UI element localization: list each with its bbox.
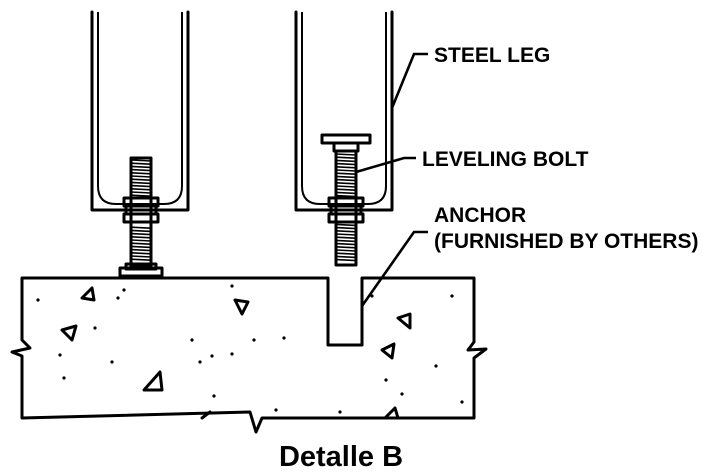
thread-line [130,258,152,261]
thread-line [130,175,152,178]
thread-line [335,182,357,185]
right-leg-outer [294,10,394,212]
aggregate-triangle [380,342,396,360]
thread-line [335,188,357,191]
thread-line [335,159,357,163]
thread-line [130,236,152,239]
thread-line [335,166,357,169]
thread-line [335,252,357,255]
leveling-bolt-label: LEVELING BOLT [422,148,589,171]
aggregate-marks [60,286,412,420]
thread-line [130,165,152,169]
thread-line [130,178,152,181]
right-leveling-bolt [320,133,372,267]
thread-line [335,246,357,249]
right-bottom-nut [327,212,365,224]
aggregate-triangle [233,298,250,316]
thread-line [130,248,152,252]
thread-line [335,175,357,179]
thread-line [335,191,357,195]
thread-line [335,236,357,239]
aggregate-triangle [142,370,164,392]
thread-line [335,172,357,175]
thread-line [130,168,152,172]
left-steel-leg [90,10,190,212]
thread-line [335,178,357,182]
thread-line [130,255,152,258]
steel-leg-leader [390,52,428,109]
thread-line [130,159,152,162]
thread-line [335,230,357,233]
concrete-slab [10,276,488,434]
anchor-label-line2: (FURNISHED BY OTHERS) [434,230,698,253]
thread-line [130,181,152,185]
aggregate-mark [200,410,212,420]
thread-line [130,229,152,233]
thread-line [130,184,152,188]
left-pad-collar [124,262,158,271]
thread-line [130,162,152,165]
thread-line [130,232,152,236]
thread-line [335,242,357,246]
thread-line [130,188,152,191]
anchor-label-line1: ANCHOR [434,204,526,227]
right-bolt-shank [334,149,358,267]
thread-line [130,191,152,194]
thread-line [130,226,152,229]
steel-leg-label: STEEL LEG [434,44,550,67]
anchor-leader [360,230,428,307]
thread-line [130,172,152,175]
thread-line [335,223,357,227]
thread-line [335,156,357,159]
thread-line [335,153,357,156]
thread-line [335,226,357,230]
left-bottom-nut [122,212,160,224]
detail-caption: Detalle B [279,441,403,473]
thread-line [335,239,357,243]
thread-line [335,194,357,198]
thread-line [335,258,357,262]
right-leg-inner [301,12,387,205]
thread-line [335,233,357,236]
left-bolt-threads [130,159,152,261]
left-bolt-shank [129,156,153,268]
left-leg-outer [90,10,190,212]
aggregate-triangle [383,406,400,420]
thread-line [335,162,357,166]
thread-line [335,185,357,188]
leveling-bolt-leader [355,156,416,174]
aggregate-dots [36,284,464,414]
aggregate-triangle [396,312,412,330]
thread-line [130,242,152,245]
left-leg-inner [97,12,183,205]
left-leveling-bolt [118,156,164,278]
right-steel-leg [294,10,394,212]
thread-line [130,239,152,242]
thread-line [130,245,152,249]
aggregate-triangle [80,286,96,302]
right-bolt-threads [335,153,357,262]
thread-line [130,252,152,255]
thread-line [335,255,357,259]
thread-line [335,169,357,172]
thread-line [335,249,357,252]
aggregate-triangle [60,324,78,342]
thread-line [130,194,152,197]
